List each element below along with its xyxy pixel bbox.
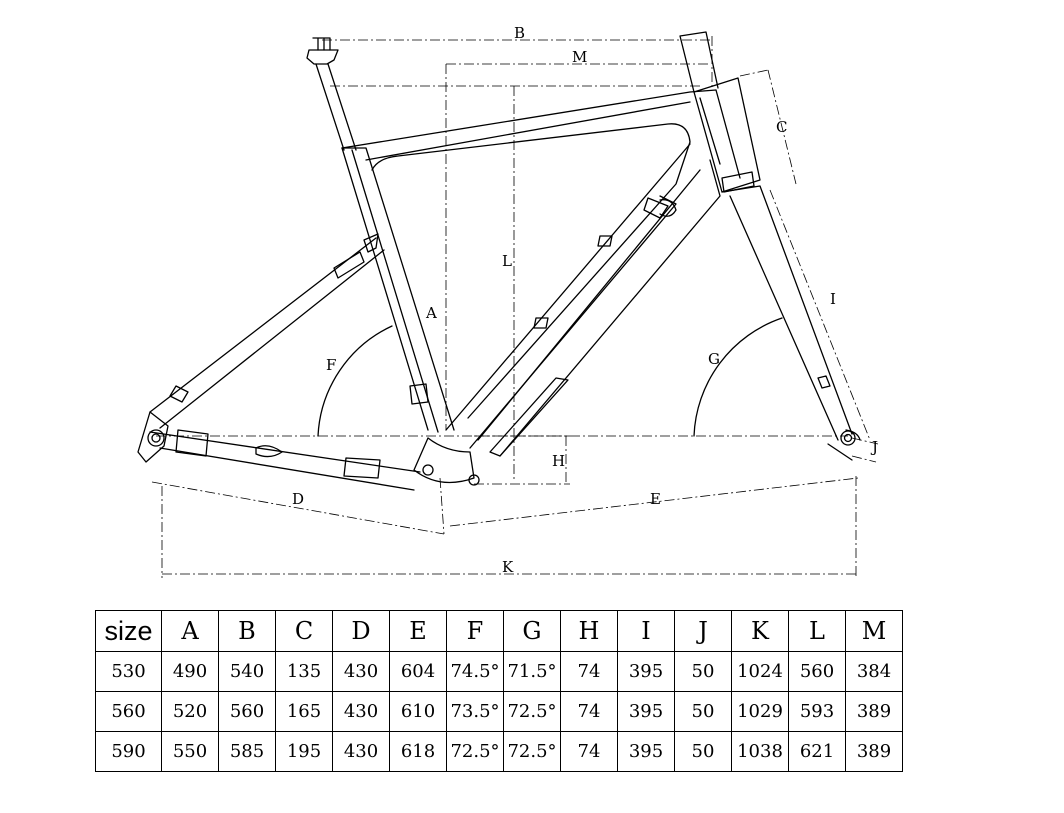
table-cell-size: 530 bbox=[95, 651, 162, 692]
header-cell-g: G bbox=[503, 610, 561, 652]
dimension-label-j: J bbox=[870, 438, 878, 456]
table-cell: 135 bbox=[275, 651, 333, 692]
table-cell: 540 bbox=[218, 651, 276, 692]
fork bbox=[721, 185, 861, 461]
header-cell-k: K bbox=[731, 610, 789, 652]
dimension-line-c bbox=[739, 69, 797, 185]
table-cell: 74 bbox=[560, 651, 618, 692]
dimension-label-b: B bbox=[514, 24, 525, 42]
table-cell: 72.5° bbox=[446, 731, 504, 772]
front-dropout bbox=[840, 430, 856, 446]
seat-tube bbox=[341, 147, 455, 433]
header-cell-c: C bbox=[275, 610, 333, 652]
table-cell: 430 bbox=[332, 651, 390, 692]
table-cell: 618 bbox=[389, 731, 447, 772]
dimension-label-m: M bbox=[572, 48, 587, 66]
dimension-line-j bbox=[851, 437, 879, 463]
table-cell: 384 bbox=[845, 651, 903, 692]
header-cell-f: F bbox=[446, 610, 504, 652]
table-cell: 604 bbox=[389, 651, 447, 692]
table-cell: 74 bbox=[560, 691, 618, 732]
dimension-label-c: C bbox=[776, 118, 787, 136]
header-cell-e: E bbox=[389, 610, 447, 652]
header-cell-l: L bbox=[788, 610, 846, 652]
table-cell: 1029 bbox=[731, 691, 789, 732]
table-cell: 195 bbox=[275, 731, 333, 772]
dimension-line-d bbox=[151, 477, 445, 535]
table-cell: 72.5° bbox=[503, 731, 561, 772]
dimension-line-k bbox=[161, 476, 857, 578]
bottom-bracket bbox=[409, 383, 480, 486]
table-cell: 71.5° bbox=[503, 651, 561, 692]
header-cell-i: I bbox=[617, 610, 675, 652]
table-cell: 389 bbox=[845, 691, 903, 732]
table-cell: 395 bbox=[617, 691, 675, 732]
chain-stay bbox=[149, 429, 421, 491]
table-cell: 1038 bbox=[731, 731, 789, 772]
header-cell-h: H bbox=[560, 610, 618, 652]
seatpost bbox=[306, 37, 357, 151]
down-tube bbox=[445, 143, 721, 457]
table-cell: 621 bbox=[788, 731, 846, 772]
dimension-label-g: G bbox=[708, 350, 720, 368]
table-cell: 430 bbox=[332, 691, 390, 732]
dimension-line-i bbox=[769, 189, 871, 441]
table-cell-size: 560 bbox=[95, 691, 162, 732]
table-cell: 389 bbox=[845, 731, 903, 772]
header-cell-b: B bbox=[218, 610, 276, 652]
dimension-label-a: A bbox=[425, 304, 437, 322]
table-cell: 430 bbox=[332, 731, 390, 772]
seat-stay bbox=[149, 233, 385, 429]
table-cell: 74.5° bbox=[446, 651, 504, 692]
top-tube bbox=[341, 89, 717, 419]
head-angle-arc bbox=[693, 317, 783, 437]
table-cell: 490 bbox=[161, 651, 219, 692]
dimension-labels: B M C L A F G I H J D E K bbox=[292, 24, 878, 576]
dimension-label-d: D bbox=[292, 490, 304, 508]
table-cell: 50 bbox=[674, 651, 732, 692]
table-cell: 72.5° bbox=[503, 691, 561, 732]
dimension-line-e bbox=[449, 477, 859, 527]
head-tube bbox=[693, 77, 761, 193]
header-cell-d: D bbox=[332, 610, 390, 652]
table-cell: 73.5° bbox=[446, 691, 504, 732]
table-cell: 593 bbox=[788, 691, 846, 732]
dimension-label-l: L bbox=[502, 252, 512, 270]
dimension-label-k: K bbox=[502, 558, 514, 576]
table-cell: 74 bbox=[560, 731, 618, 772]
table-cell: 560 bbox=[788, 651, 846, 692]
header-cell-a: A bbox=[161, 610, 219, 652]
table-cell: 550 bbox=[161, 731, 219, 772]
table-cell: 520 bbox=[161, 691, 219, 732]
seat-angle-arc bbox=[317, 325, 393, 437]
header-cell-size: size bbox=[95, 610, 162, 652]
table-header-row: size A B C D E F G H I J K L M bbox=[95, 610, 903, 652]
header-cell-j: J bbox=[674, 610, 732, 652]
dimension-label-i: I bbox=[830, 290, 836, 308]
rear-dropout bbox=[137, 411, 169, 463]
dimension-line-h bbox=[474, 435, 570, 485]
table-cell: 1024 bbox=[731, 651, 789, 692]
table-cell: 585 bbox=[218, 731, 276, 772]
table-cell: 165 bbox=[275, 691, 333, 732]
table-cell: 395 bbox=[617, 731, 675, 772]
table-cell: 395 bbox=[617, 651, 675, 692]
table-cell: 50 bbox=[674, 731, 732, 772]
dimension-line-b bbox=[322, 36, 713, 90]
table-cell: 50 bbox=[674, 691, 732, 732]
dimension-label-f: F bbox=[326, 356, 336, 374]
table-cell: 560 bbox=[218, 691, 276, 732]
dimension-label-e: E bbox=[650, 490, 661, 508]
dimension-label-h: H bbox=[552, 452, 565, 470]
header-cell-m: M bbox=[845, 610, 903, 652]
table-cell-size: 590 bbox=[95, 731, 162, 772]
table-cell: 610 bbox=[389, 691, 447, 732]
bike-frame-geometry-diagram: B M C L A F G I H J D E K bbox=[137, 24, 879, 578]
dimension-line-m bbox=[445, 63, 708, 430]
